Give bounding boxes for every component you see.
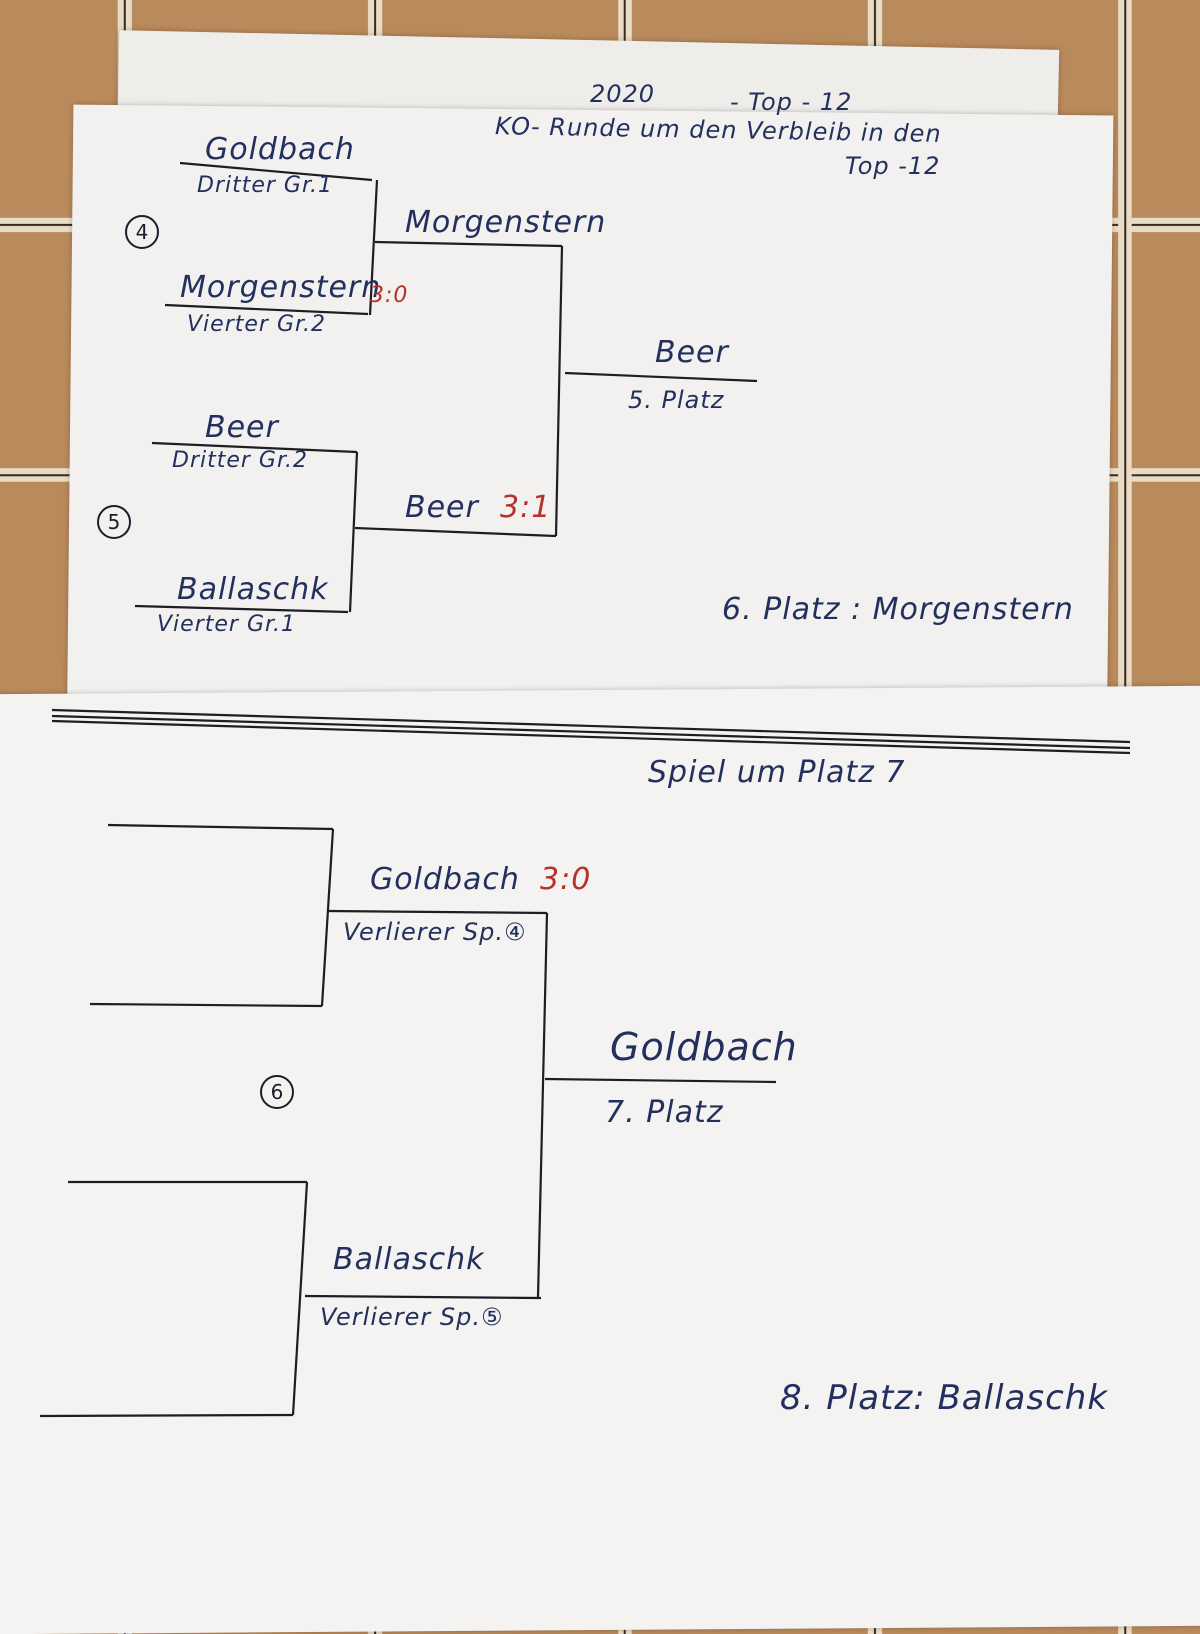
header-subtitle-2: Top -12	[845, 152, 941, 180]
game6-number-badge: 6	[260, 1075, 294, 1109]
bracket-lines	[39, 161, 1131, 1418]
game6-winner: Goldbach	[610, 1025, 798, 1069]
game4-team1-seed: Dritter Gr.1	[197, 173, 333, 198]
eighth-place: 8. Platz: Ballaschk	[780, 1378, 1109, 1418]
final5-place: 5. Platz	[628, 386, 725, 414]
game5-winner: Beer	[405, 490, 479, 525]
game6-team2-seed: Verlierer Sp.⑤	[320, 1303, 504, 1331]
game6-place: 7. Platz	[605, 1095, 724, 1130]
game5-team2-seed: Vierter Gr.1	[157, 612, 297, 637]
game5-score: 3:1	[500, 490, 552, 525]
game4-number-badge: 4	[125, 215, 159, 249]
game4-team2-seed: Vierter Gr.2	[187, 312, 327, 337]
game5-team1-seed: Dritter Gr.2	[172, 448, 308, 473]
game5-team1-name: Beer	[205, 410, 279, 445]
game6-team1-seed: Verlierer Sp.④	[343, 918, 527, 946]
game6-team2-name: Ballaschk	[333, 1242, 485, 1277]
final5-winner: Beer	[655, 335, 729, 370]
game4-winner: Morgenstern	[405, 205, 607, 240]
game6-title: Spiel um Platz 7	[648, 755, 906, 790]
game5-number-badge: 5	[97, 505, 131, 539]
header-series: - Top - 12	[730, 88, 853, 116]
game4-team1-name: Goldbach	[205, 132, 355, 167]
game4-team2-name: Morgenstern	[180, 270, 382, 305]
game6-team1-name: Goldbach	[370, 862, 520, 897]
game6-team1-score: 3:0	[540, 862, 592, 897]
game5-team2-name: Ballaschk	[177, 572, 329, 607]
game4-score: 3:0	[370, 283, 409, 308]
sixth-place: 6. Platz : Morgenstern	[722, 592, 1074, 627]
header-year: 2020	[590, 80, 656, 108]
